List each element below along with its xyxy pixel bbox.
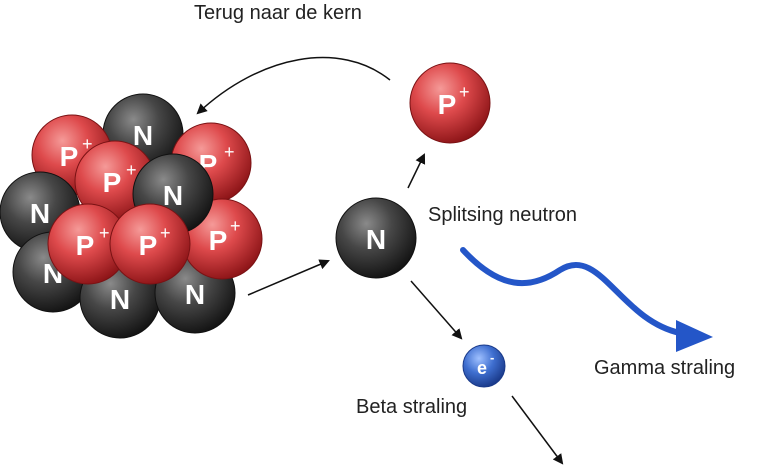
particle-letter: P: [139, 230, 158, 261]
particle-charge: +: [230, 216, 241, 236]
particle-letter: e: [477, 358, 487, 378]
particle-charge: +: [82, 134, 93, 154]
caption-back-to-nucleus: Terug naar de kern: [194, 2, 362, 24]
particle-letter: P: [76, 230, 95, 261]
nucleus-to-neutron-arrow: [247, 259, 330, 296]
particle-charge: +: [126, 160, 137, 180]
particle-letter: N: [110, 284, 130, 315]
caption-beta: Beta straling: [356, 396, 467, 418]
nucleus-proton: P +: [47, 203, 129, 285]
particle-charge: +: [160, 223, 171, 243]
particle-letter: P: [103, 167, 122, 198]
caption-gamma: Gamma straling: [594, 357, 735, 379]
particle-charge: +: [459, 82, 470, 102]
gamma-ray-arrow: [460, 247, 713, 352]
splitting-neutron: N: [335, 197, 417, 279]
neutron-to-electron-arrow: [410, 280, 463, 340]
electron: e -: [462, 344, 506, 388]
beta-ray-arrow: [511, 395, 564, 465]
particle-letter: N: [133, 120, 153, 151]
neutron-to-proton-arrow: [407, 153, 426, 189]
particle-charge: +: [224, 142, 235, 162]
particle-letter: N: [30, 198, 50, 229]
nucleus-proton: P +: [109, 203, 191, 285]
nucleus: N P + P + N N N N P +: [0, 93, 263, 339]
particle-letter: N: [366, 224, 386, 255]
particle-letter: P: [438, 89, 457, 120]
particle-charge: -: [490, 350, 494, 365]
particle-letter: N: [163, 180, 183, 211]
particle-letter: N: [185, 279, 205, 310]
particle-letter: P: [60, 141, 79, 172]
particle-letter: P: [209, 225, 228, 256]
return-to-nucleus-arrow: [196, 56, 391, 115]
emitted-proton: P +: [409, 62, 491, 144]
particle-charge: +: [99, 223, 110, 243]
caption-neutron-split: Splitsing neutron: [428, 204, 577, 226]
